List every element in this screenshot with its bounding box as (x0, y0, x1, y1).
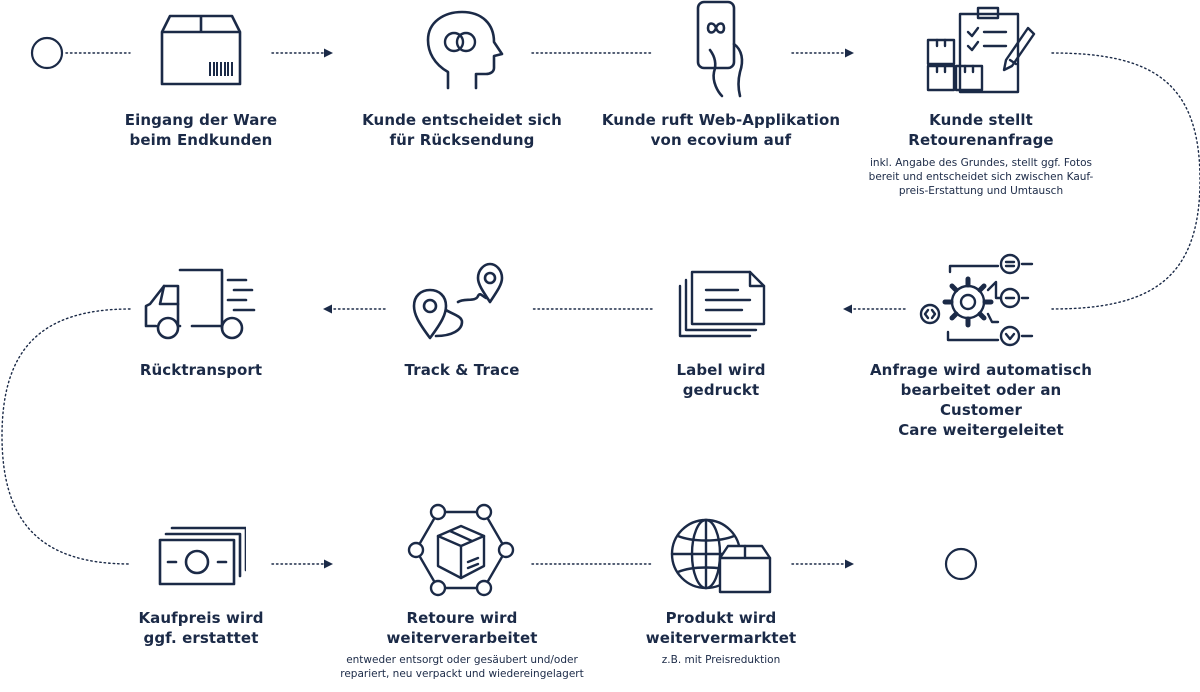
head-infinity-icon (426, 10, 504, 90)
start-circle (30, 36, 64, 70)
connector-curve-left (1, 308, 131, 565)
gear-automation-icon (919, 253, 1034, 347)
step-description: z.B. mit Preisreduktion (661, 654, 781, 666)
end-circle (944, 547, 978, 581)
step-title: Track & Trace (404, 361, 520, 379)
step-description: inkl. Angabe des Grundes, stellt ggf. Fo… (868, 157, 1094, 197)
banknotes-icon (158, 526, 246, 586)
arrowhead-right (324, 559, 333, 569)
step-description: entweder entsorgt oder gesäubert und/ode… (340, 654, 584, 680)
smartphone-hand-icon (696, 0, 744, 98)
label-documents-icon (678, 270, 766, 338)
arrowhead-right (324, 48, 333, 58)
delivery-truck-icon (144, 268, 256, 340)
arrowhead-left (843, 304, 852, 314)
globe-box-icon (670, 518, 772, 594)
package-icon (160, 14, 242, 86)
route-pins-icon (412, 262, 504, 340)
arrowhead-right (845, 559, 854, 569)
arrowhead-left (323, 304, 332, 314)
connector-curve-right (1051, 52, 1200, 310)
arrowhead-right (845, 48, 854, 58)
step-title: Rücktransport (139, 361, 263, 379)
network-box-icon (407, 503, 515, 597)
checklist-boxes-icon (926, 6, 1036, 94)
